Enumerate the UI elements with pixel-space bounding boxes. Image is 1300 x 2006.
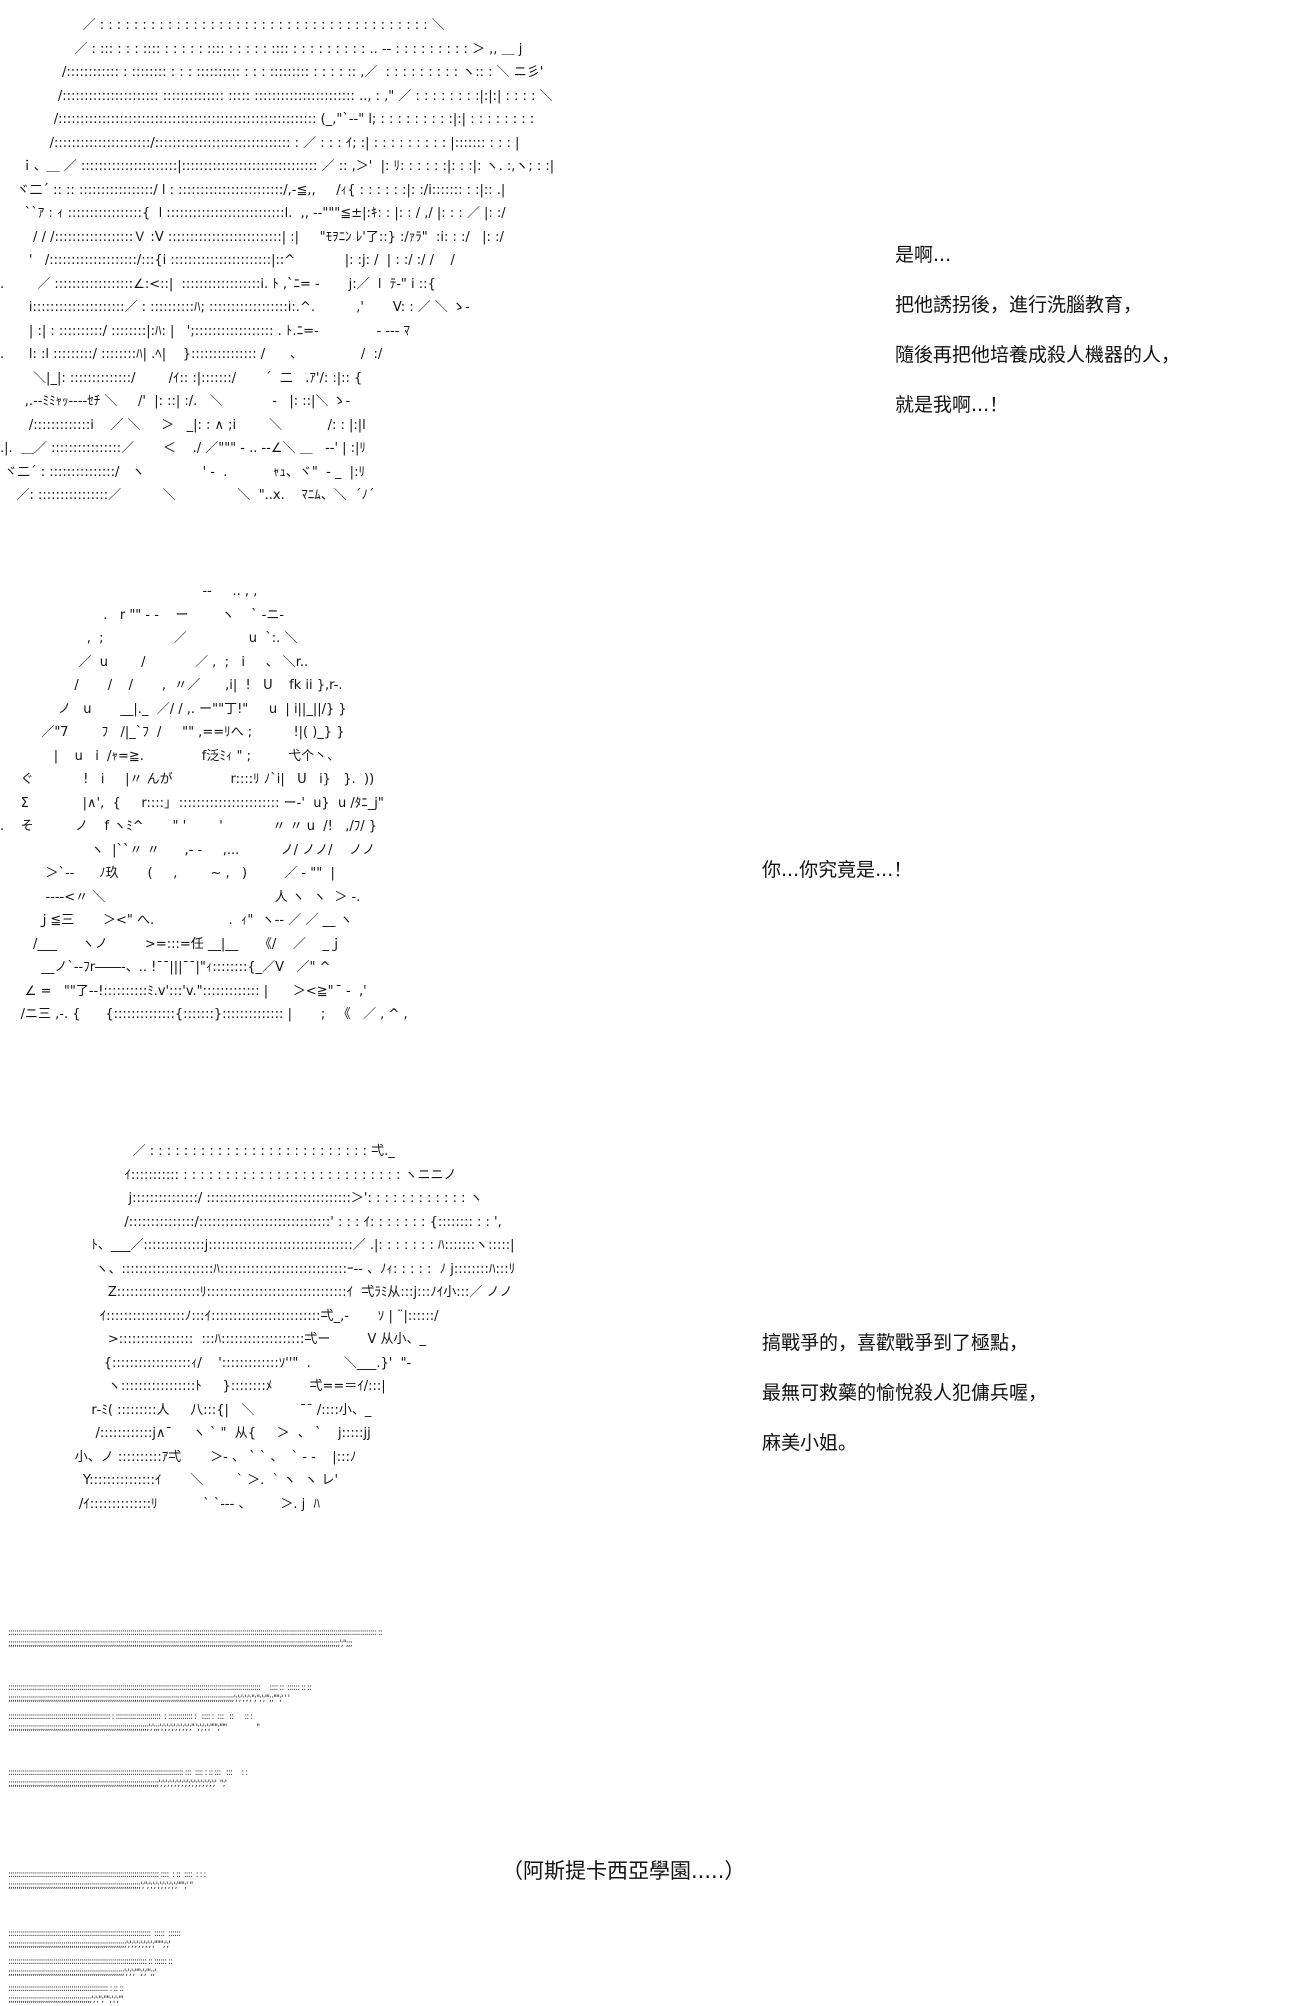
dialogue-line: 隨後再把他培養成殺人機器的人，	[895, 344, 1181, 366]
dialogue-panel-1: 是啊... 把他誘拐後，進行洗腦教育， 隨後再把他培養成殺人機器的人， 就是我啊…	[895, 230, 1180, 430]
dialogue-line: 就是我啊...！	[895, 394, 1009, 416]
ascii-art-panel-3: ／ : : : : : : : : : : : : : : : : : : : …	[74, 1144, 516, 1512]
dialogue-panel-2: 你...你究竟是...！	[762, 845, 912, 895]
ascii-art-panel-2: ‐‐ .. , , . r "" - ‐ ー ヽ ` ‐ニ- , ; ／ u `…	[0, 584, 408, 1022]
dotted-texture-row: ::::::::::::::::::::::::::::::::::::::::…	[8, 1929, 181, 1950]
dialogue-line: 搞戰爭的，喜歡戰爭到了極點，	[762, 1332, 1029, 1354]
dialogue-line: 最無可救藥的愉悅殺人犯傭兵喔，	[762, 1382, 1048, 1404]
dotted-texture-row: ::::::::::::::::::::::::::::::::::::::::…	[8, 1712, 260, 1733]
dialogue-line: 麻美小姐。	[762, 1432, 858, 1454]
dotted-texture-row: ::::::::::::::::::::::::::::::::::::::::…	[8, 1957, 173, 1978]
dotted-texture-row: ::::::::::::::::::::::::::::::::::::::::…	[8, 1870, 206, 1891]
dotted-texture-row: ::::::::::::::::::::::::::::::::::::::::…	[8, 1984, 124, 2005]
dialogue-line: 你...你究竟是...！	[762, 859, 913, 881]
ascii-art-panel-1: ／ : : : : : : : : : : : : : : : : : : : …	[0, 18, 555, 503]
narration-caption: （阿斯提卡西亞學園.....）	[502, 1859, 746, 1883]
dotted-texture-row: ::::::::::::::::::::::::::::::::::::::::…	[8, 1628, 383, 1649]
dialogue-panel-3: 搞戰爭的，喜歡戰爭到了極點， 最無可救藥的愉悅殺人犯傭兵喔， 麻美小姐。	[762, 1318, 1047, 1468]
dialogue-line: 是啊...	[895, 244, 952, 266]
dotted-texture-row: ::::::::::::::::::::::::::::::::::::::::…	[8, 1683, 312, 1704]
dotted-texture-row: ::::::::::::::::::::::::::::::::::::::::…	[8, 1768, 248, 1789]
dialogue-line: 把他誘拐後，進行洗腦教育，	[895, 294, 1143, 316]
